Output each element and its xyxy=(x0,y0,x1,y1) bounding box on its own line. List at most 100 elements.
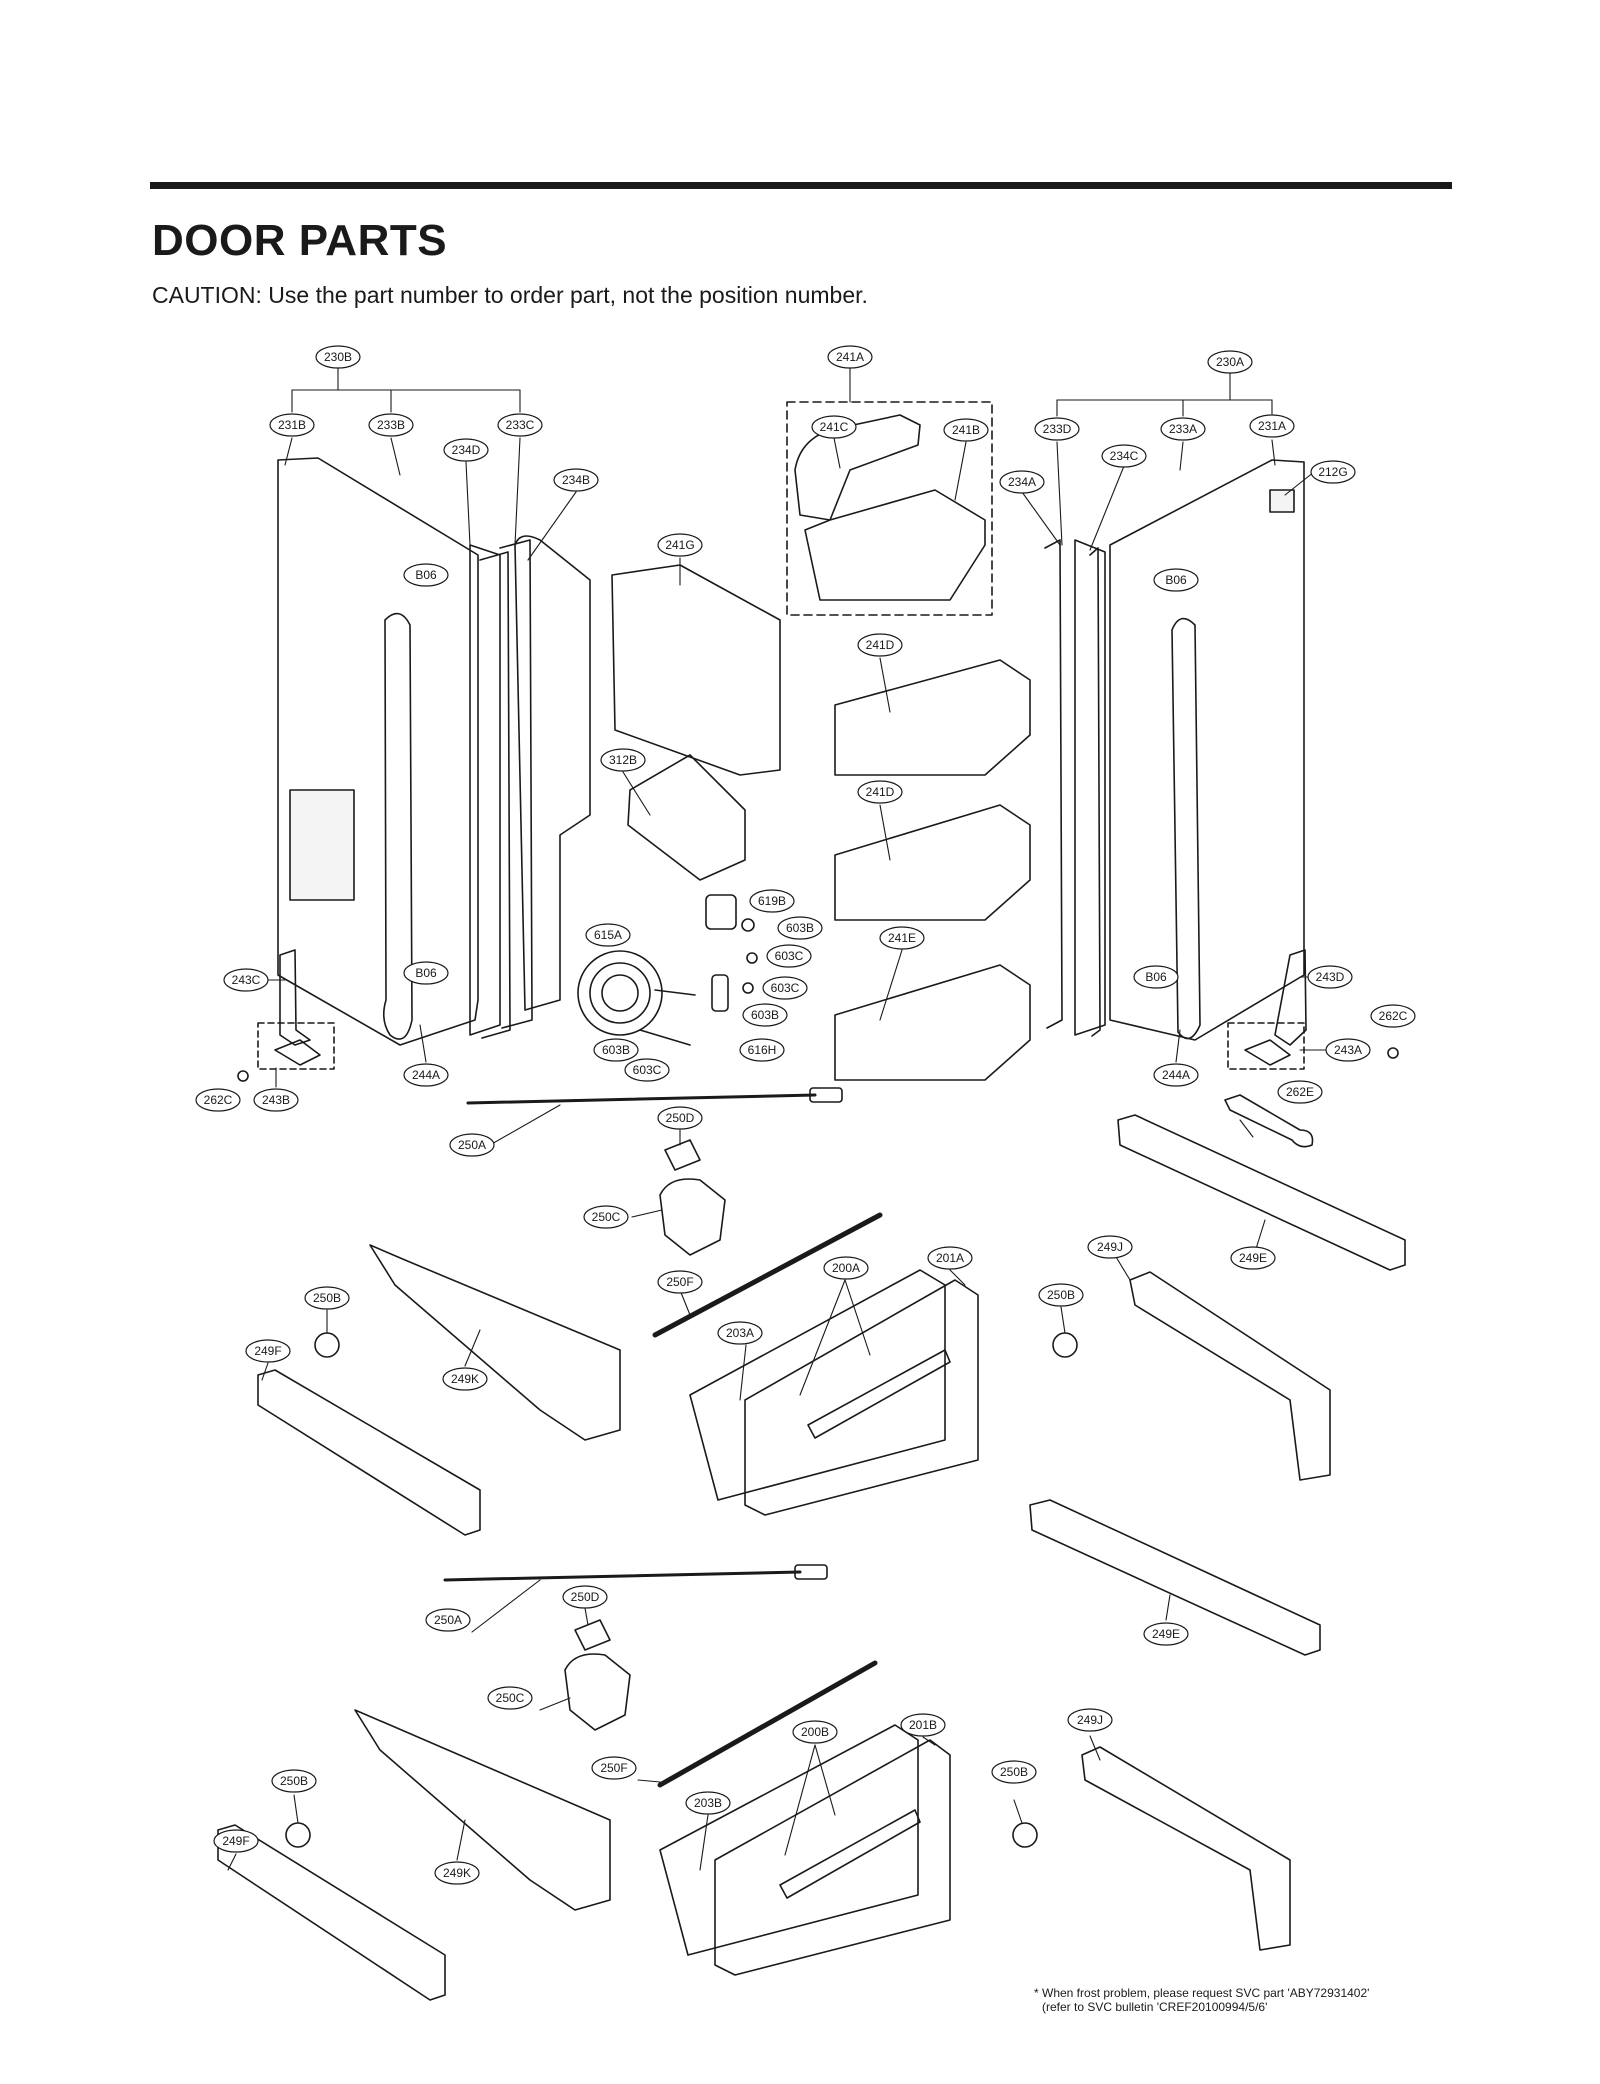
callout-label: 244A xyxy=(1162,1068,1190,1082)
callout-250c: 250C xyxy=(583,1205,629,1229)
callout-234b: 234B xyxy=(553,468,599,492)
callout-b06: B06 xyxy=(403,961,449,985)
callout-200b: 200B xyxy=(792,1720,838,1744)
callout-233a: 233A xyxy=(1160,417,1206,441)
callout-label: 249J xyxy=(1077,1713,1103,1727)
callout-label: 233C xyxy=(506,418,535,432)
callout-label: 249J xyxy=(1097,1240,1123,1254)
callout-b06: B06 xyxy=(1133,965,1179,989)
left-door-liner xyxy=(469,544,501,1036)
callout-label: 233B xyxy=(377,418,405,432)
right-door-gasket-b xyxy=(1044,539,1063,1029)
callout-212g: 212G xyxy=(1310,460,1356,484)
service-footnote: * When frost problem, please request SVC… xyxy=(1034,1986,1369,2014)
door-bin-241d-lower xyxy=(834,804,1031,921)
callout-label: 616H xyxy=(748,1043,777,1057)
callout-label: B06 xyxy=(415,966,437,980)
callout-label: 603B xyxy=(602,1043,630,1057)
callout-label: B06 xyxy=(1165,573,1187,587)
callout-label: B06 xyxy=(415,568,437,582)
callout-label: 250A xyxy=(458,1138,486,1152)
callout-label: 249K xyxy=(451,1372,479,1386)
callout-312b: 312B xyxy=(600,748,646,772)
pinion-250b-upper-right xyxy=(1052,1332,1078,1358)
right-door-outer-panel xyxy=(1109,459,1305,1041)
callout-603c: 603C xyxy=(766,944,812,968)
callout-250b: 250B xyxy=(271,1769,317,1793)
tube-coil-615a xyxy=(577,950,663,1036)
rod-250a-lower xyxy=(443,1570,802,1582)
callout-label: 243D xyxy=(1316,970,1345,984)
callout-249j: 249J xyxy=(1067,1708,1113,1732)
callout-label: 230B xyxy=(324,350,352,364)
callout-label: 249F xyxy=(254,1344,281,1358)
callout-label: 262C xyxy=(1379,1009,1408,1023)
callout-234c: 234C xyxy=(1101,444,1147,468)
gear-250d-lower xyxy=(574,1619,611,1651)
callout-241g: 241G xyxy=(657,533,703,557)
callout-label: 603B xyxy=(786,921,814,935)
callout-233d: 233D xyxy=(1034,417,1080,441)
motor-250c-lower xyxy=(564,1653,631,1731)
callout-250a: 250A xyxy=(449,1133,495,1157)
callout-label: 200A xyxy=(832,1261,860,1275)
callout-241a: 241A xyxy=(827,345,873,369)
callout-label: 250F xyxy=(666,1275,693,1289)
callout-241b: 241B xyxy=(943,418,989,442)
callout-243a: 243A xyxy=(1325,1038,1371,1062)
callout-603b: 603B xyxy=(777,916,823,940)
callout-603b: 603B xyxy=(742,1003,788,1027)
callout-label: 250B xyxy=(1000,1765,1028,1779)
callout-234d: 234D xyxy=(443,438,489,462)
slide-249j-upper xyxy=(1129,1271,1331,1481)
callout-249e: 249E xyxy=(1143,1622,1189,1646)
callout-250a: 250A xyxy=(425,1608,471,1632)
callout-label: 262C xyxy=(204,1093,233,1107)
rail-249e-upper xyxy=(1117,1114,1406,1271)
callout-250b: 250B xyxy=(304,1286,350,1310)
left-door-inner-liner xyxy=(514,535,591,1011)
callout-201a: 201A xyxy=(927,1246,973,1270)
callout-249f: 249F xyxy=(213,1829,259,1853)
callout-label: 200B xyxy=(801,1725,829,1739)
callout-250d: 250D xyxy=(562,1585,608,1609)
callout-230a: 230A xyxy=(1207,350,1253,374)
callout-249f: 249F xyxy=(245,1339,291,1363)
callout-243c: 243C xyxy=(223,968,269,992)
callout-label: 231B xyxy=(278,418,306,432)
callout-250c: 250C xyxy=(487,1686,533,1710)
callout-label: 243B xyxy=(262,1093,290,1107)
water-system xyxy=(577,894,758,1046)
callout-231b: 231B xyxy=(269,413,315,437)
rod-250a-upper xyxy=(466,1093,817,1105)
callout-603b: 603B xyxy=(593,1038,639,1062)
callout-label: 603C xyxy=(775,949,804,963)
callout-label: 241G xyxy=(665,538,694,552)
callout-262e: 262E xyxy=(1277,1080,1323,1104)
rail-250f-upper xyxy=(652,1212,883,1338)
callout-label: 249E xyxy=(1152,1627,1180,1641)
callout-label: 234C xyxy=(1110,449,1139,463)
callout-label: 250A xyxy=(434,1613,462,1627)
callout-249j: 249J xyxy=(1087,1235,1133,1259)
callout-label: 234A xyxy=(1008,475,1036,489)
callout-label: 234D xyxy=(452,443,481,457)
callout-label: 250C xyxy=(592,1210,621,1224)
hinges xyxy=(237,949,1399,1148)
callout-234a: 234A xyxy=(999,470,1045,494)
callout-label: 201B xyxy=(909,1718,937,1732)
rail-249f-upper xyxy=(257,1369,481,1536)
motor-250c-upper xyxy=(659,1178,726,1256)
pinion-250b-upper-left xyxy=(314,1332,340,1358)
rail-249f-lower xyxy=(217,1824,446,2001)
left-door-outer-panel xyxy=(277,457,479,1046)
callout-203a: 203A xyxy=(717,1321,763,1345)
slide-249k-lower xyxy=(354,1709,611,1911)
door-bin-group xyxy=(611,401,1031,1081)
hinge-243c xyxy=(279,949,311,1046)
callout-233c: 233C xyxy=(497,413,543,437)
callout-262c: 262C xyxy=(1370,1004,1416,1028)
callout-label: 241E xyxy=(888,931,916,945)
left-door-dispenser-window xyxy=(289,789,355,901)
